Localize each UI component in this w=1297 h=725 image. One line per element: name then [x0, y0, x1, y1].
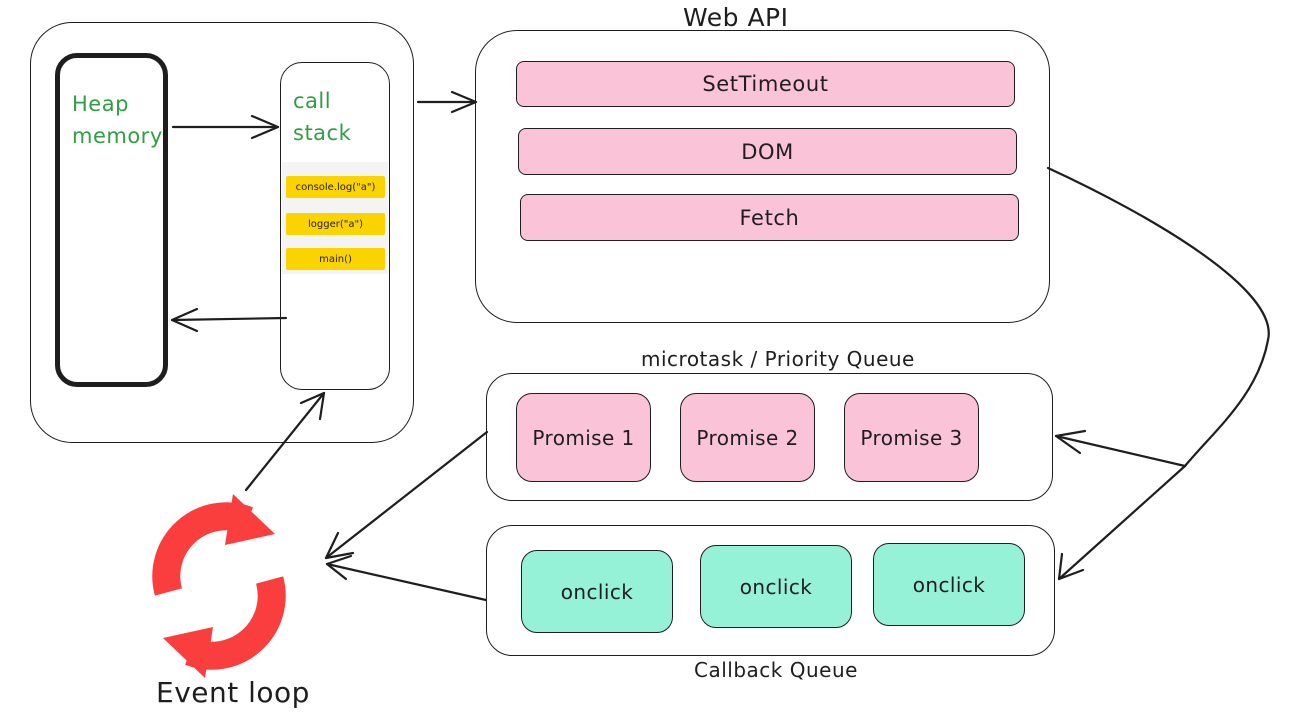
onclick-1: onclick: [521, 550, 673, 633]
microtask-queue-title: microtask / Priority Queue: [641, 347, 915, 371]
promise-3: Promise 3: [844, 393, 979, 482]
promise-2: Promise 2: [680, 393, 815, 482]
arrow-callback-to-eventloop: [325, 554, 488, 602]
onclick-3: onclick: [873, 543, 1025, 626]
stack-frame-main: main(): [286, 248, 385, 270]
heap-memory-box: [55, 53, 168, 387]
web-api-title: Web API: [683, 3, 789, 32]
web-api-settimeout: SetTimeout: [516, 61, 1015, 107]
web-api-dom: DOM: [518, 128, 1017, 175]
stack-frame-logger: logger("a"): [286, 213, 385, 235]
stack-frame-console-log: console.log("a"): [286, 176, 385, 198]
arrow-runtime-to-webapi: [416, 90, 478, 114]
heap-memory-label: Heap memory: [72, 92, 163, 148]
web-api-fetch: Fetch: [520, 194, 1019, 241]
onclick-2: onclick: [700, 545, 852, 628]
arrow-webapi-to-queues: [1046, 166, 1270, 581]
event-loop-icon: [152, 502, 286, 670]
promise-1: Promise 1: [516, 393, 651, 482]
event-loop-label: Event loop: [156, 676, 310, 709]
call-stack-label: call stack: [293, 89, 352, 145]
callback-queue-title: Callback Queue: [694, 658, 858, 682]
arrow-microtask-to-eventloop: [324, 430, 489, 560]
